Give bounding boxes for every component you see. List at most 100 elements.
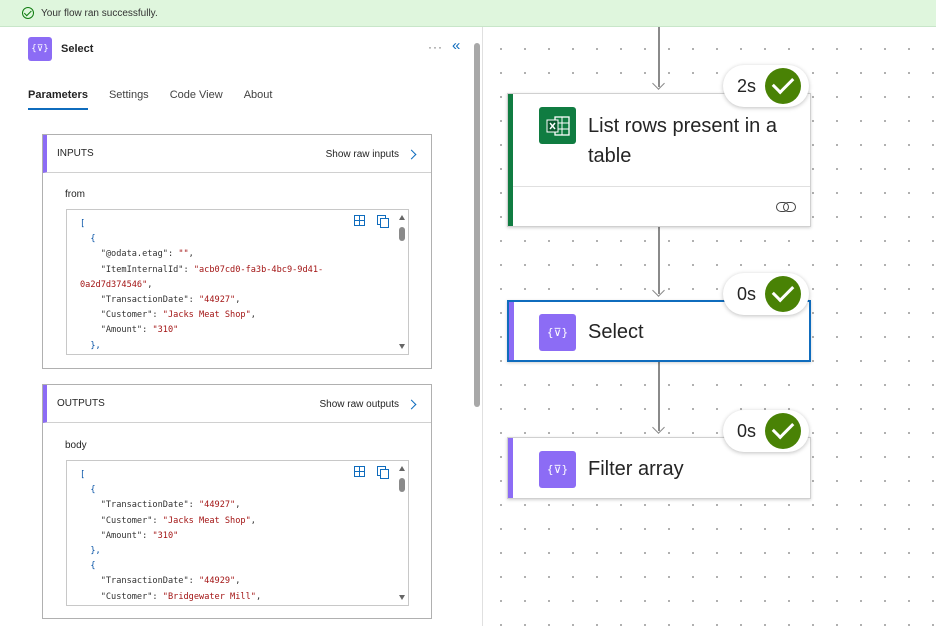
code-token: "Jacks Meat Shop" (162, 310, 251, 321)
code-token: "44927" (199, 295, 236, 306)
tab-settings[interactable]: Settings (108, 89, 149, 101)
show-raw-outputs-link[interactable]: Show raw outputs (320, 385, 418, 423)
code-token: "310" (152, 325, 179, 336)
inputs-scrollbar[interactable] (397, 211, 407, 353)
success-banner: Your flow ran successfully. (0, 0, 936, 27)
node-accent-bar (508, 94, 513, 226)
code-token: [ (80, 219, 86, 229)
outputs-code-box[interactable]: [ { "TransactionDate": "44927", "Custome… (66, 460, 409, 606)
status-badge: 0s (723, 273, 809, 315)
more-options-icon[interactable]: ··· (428, 40, 443, 54)
code-line: }, (80, 544, 261, 559)
code-token: "Amount": (80, 325, 153, 336)
outputs-scrollbar[interactable] (397, 462, 407, 604)
code-token: , (147, 279, 153, 290)
connector-arrow-icon (652, 77, 665, 90)
connector-line (658, 227, 660, 294)
show-raw-outputs-label: Show raw outputs (319, 398, 400, 410)
inputs-code-box[interactable]: [ { "@odata.etag": "", "ItemInternalId":… (66, 209, 409, 355)
code-line: "TransactionDate": "44929", (80, 574, 261, 589)
node-footer (513, 186, 810, 187)
success-check-icon (765, 276, 801, 312)
panel-scrollbar-thumb[interactable] (474, 43, 480, 407)
tab-code-view[interactable]: Code View (169, 89, 223, 101)
tab-about[interactable]: About (243, 89, 273, 101)
node-title: Select (588, 321, 644, 343)
outputs-code-tools (342, 466, 389, 479)
link-icon[interactable] (776, 200, 796, 212)
code-line: "TransactionDate": "44927", (80, 498, 261, 513)
code-line: "Customer": "Jacks Meat Shop", (80, 308, 323, 323)
code-line: { (80, 559, 261, 574)
flow-node-list-rows[interactable]: List rows present in a table (507, 93, 811, 227)
node-title: List rows present in a table (588, 115, 777, 167)
scroll-thumb[interactable] (399, 227, 405, 241)
code-token: "Customer": (80, 310, 163, 321)
code-token: "@odata.etag": (80, 249, 179, 260)
outputs-header: OUTPUTS Show raw outputs (43, 385, 431, 423)
outputs-header-label: OUTPUTS (57, 398, 105, 409)
tab-parameters[interactable]: Parameters (28, 89, 88, 110)
collapse-panel-icon[interactable]: « (452, 37, 461, 54)
status-badge: 2s (723, 65, 809, 107)
code-line: "Amount": "310" (80, 323, 323, 338)
scroll-up-icon[interactable] (399, 215, 405, 220)
code-token: [ (80, 470, 86, 480)
connector-line (658, 27, 660, 87)
outputs-code: [ { "TransactionDate": "44927", "Custome… (80, 468, 261, 605)
inputs-code: [ { "@odata.etag": "", "ItemInternalId":… (80, 217, 323, 354)
code-line: [ (80, 468, 261, 483)
scroll-down-icon[interactable] (399, 344, 405, 349)
select-action-icon: {⊽} (28, 37, 52, 61)
chevron-right-icon (406, 399, 417, 409)
code-line: }, (80, 339, 323, 354)
success-banner-text: Your flow ran successfully. (41, 7, 158, 19)
code-line: "Customer": "Bridgewater Mill", (80, 590, 261, 605)
success-check-icon (22, 7, 34, 19)
show-raw-inputs-link[interactable]: Show raw inputs (326, 135, 417, 173)
node-accent-bar (508, 438, 513, 498)
code-token: , (188, 249, 194, 260)
code-token: "" (178, 249, 189, 260)
flow-node-select[interactable]: {⊽} Select (507, 300, 811, 362)
copy-icon[interactable] (377, 466, 389, 479)
success-check-icon (765, 68, 801, 104)
table-view-icon[interactable] (354, 466, 365, 477)
code-token: "Customer": (80, 591, 163, 602)
inputs-code-tools (342, 215, 389, 228)
code-token: { (80, 485, 96, 496)
code-token: , (235, 576, 241, 587)
code-token: "44927" (199, 500, 236, 511)
table-view-icon[interactable] (354, 215, 365, 226)
code-token: "acb07cd0-fa3b-4bc9-9d41- (193, 264, 324, 275)
duration-label: 0s (737, 420, 757, 441)
code-token: { (80, 561, 96, 572)
code-line: "ItemInternalId": "acb07cd0-fa3b-4bc9-9d… (80, 263, 324, 278)
code-line: { (80, 483, 261, 498)
code-line: { (80, 232, 323, 247)
excel-glyph-icon (546, 115, 570, 136)
select-data-icon: {⊽} (539, 314, 576, 351)
connector-line (658, 362, 660, 431)
copy-icon[interactable] (377, 215, 389, 228)
code-token: { (80, 234, 96, 245)
code-token: , (250, 515, 256, 526)
code-token: }, (80, 546, 101, 557)
outputs-card: OUTPUTS Show raw outputs body [ { "Trans… (42, 384, 432, 619)
code-token: "Bridgewater Mill" (162, 591, 256, 602)
excel-icon (539, 107, 576, 144)
code-line: "@odata.etag": "", (80, 247, 323, 262)
code-token: "TransactionDate": (80, 576, 199, 587)
scroll-thumb[interactable] (399, 478, 405, 492)
filter-array-icon: {⊽} (539, 451, 576, 488)
scroll-up-icon[interactable] (399, 466, 405, 471)
node-title: Filter array (588, 458, 684, 480)
code-token: , (235, 500, 241, 511)
flow-canvas[interactable]: List rows present in a table 2s {⊽} Sele… (483, 27, 936, 626)
scroll-down-icon[interactable] (399, 595, 405, 600)
node-accent-bar (509, 302, 514, 360)
inputs-header-label: INPUTS (57, 148, 94, 159)
duration-label: 2s (737, 75, 757, 96)
panel-header: {⊽} Select (28, 37, 93, 61)
